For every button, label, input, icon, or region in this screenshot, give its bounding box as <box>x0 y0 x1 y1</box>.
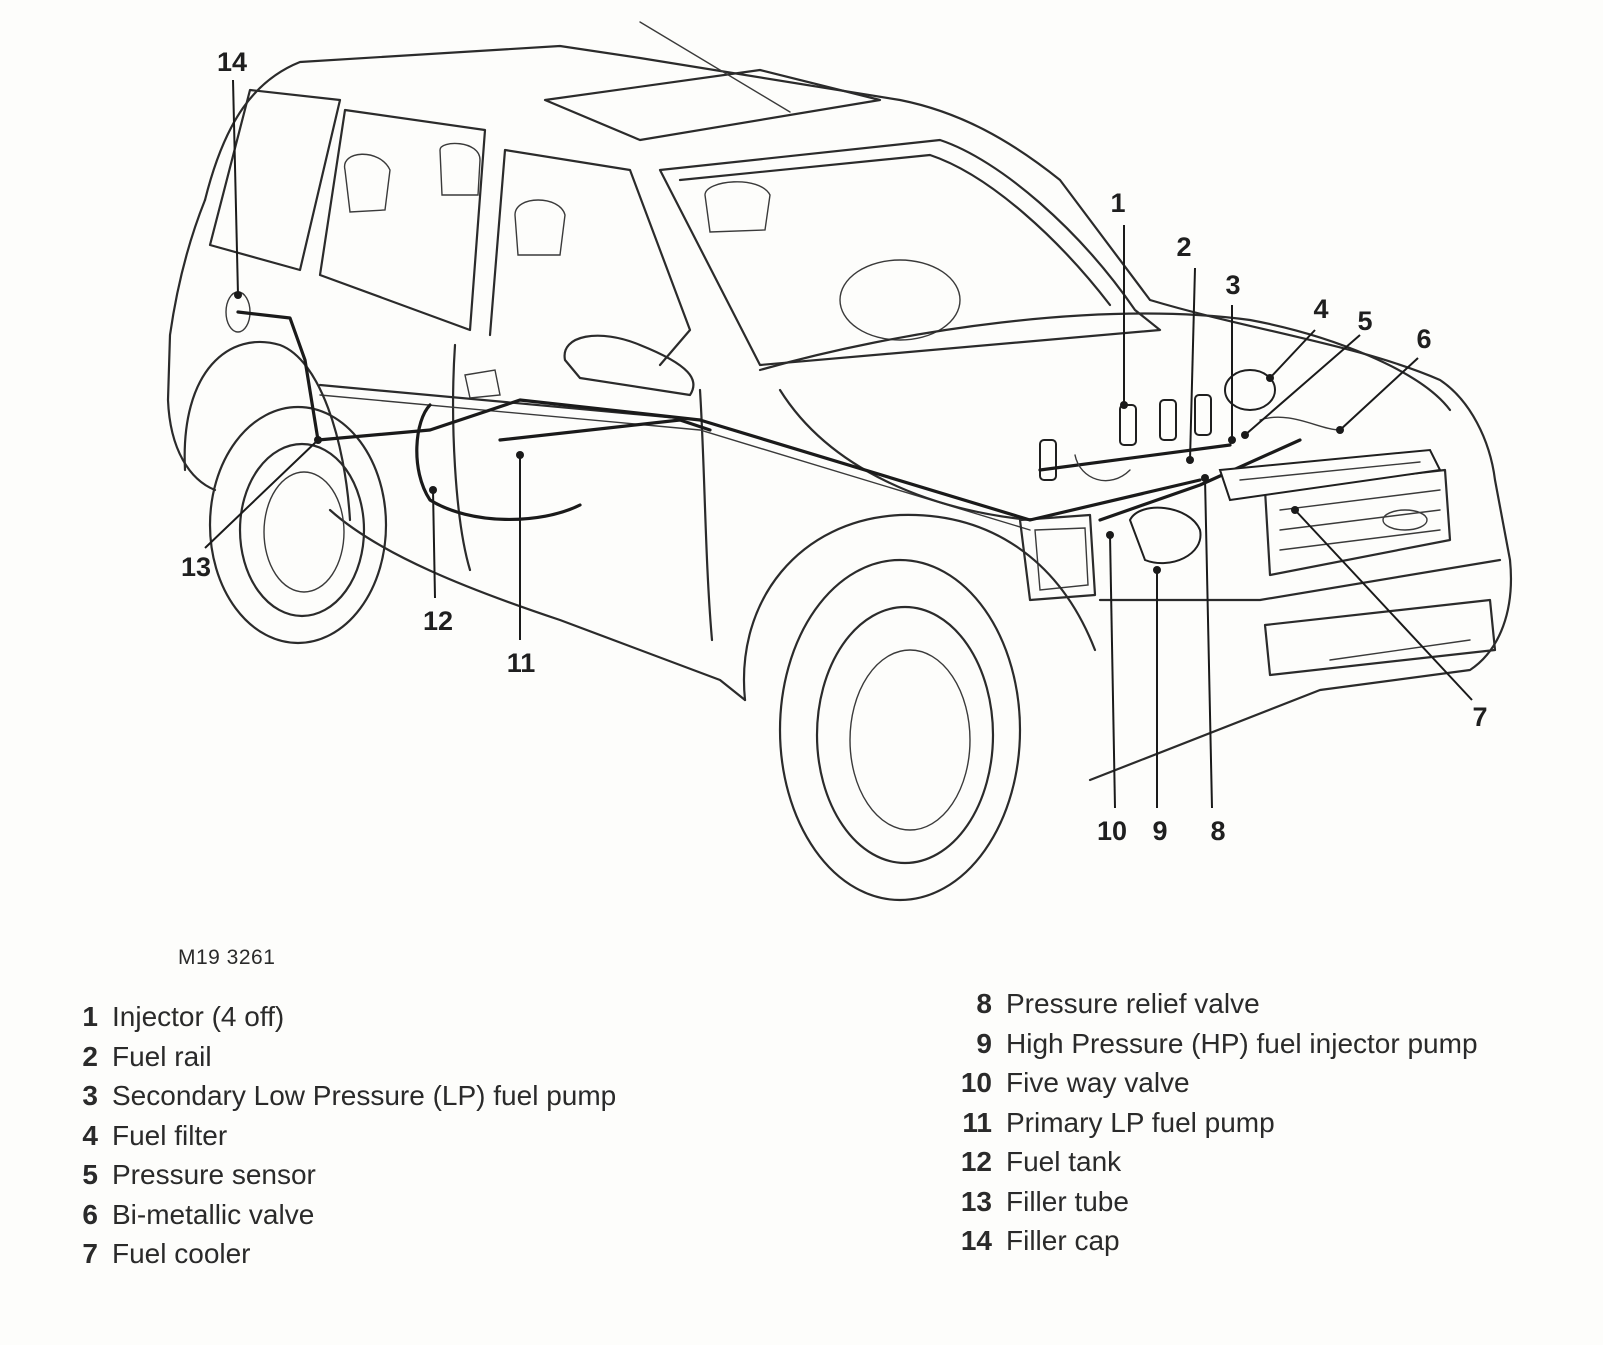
legend-number: 2 <box>82 1040 98 1072</box>
legend-label: Fuel tank <box>1006 1146 1122 1177</box>
callout-3: 3 <box>1225 270 1240 300</box>
legend-item: 12 Fuel tank <box>952 1146 1478 1186</box>
legend-item: 6 Bi-metallic valve <box>70 1199 616 1239</box>
legend-item: 4 Fuel filter <box>70 1120 616 1160</box>
legend-number: 4 <box>82 1119 98 1151</box>
callout-8: 8 <box>1210 816 1225 846</box>
callout-14: 14 <box>217 47 247 77</box>
legend-item: 1 Injector (4 off) <box>70 1001 616 1041</box>
legend-label: Injector (4 off) <box>112 1001 285 1032</box>
legend-number: 12 <box>960 1146 992 1177</box>
callout-12: 12 <box>423 606 453 636</box>
callout-2: 2 <box>1176 232 1191 262</box>
legend-number: 1 <box>82 1001 98 1032</box>
legend-item: 10 Five way valve <box>952 1067 1478 1107</box>
callout-numbers: 1 2 3 4 5 6 7 8 9 10 11 12 13 14 <box>181 47 1488 846</box>
legend-item: 7 Fuel cooler <box>70 1238 616 1278</box>
legend-right-column: 8 Pressure relief valve 9 High Pressure (H… <box>952 988 1478 1265</box>
legend-item: 5 Pressure sensor <box>70 1159 616 1199</box>
callout-11: 11 <box>507 648 536 678</box>
legend-number: 3 <box>82 1080 98 1111</box>
callout-1: 1 <box>1110 188 1125 218</box>
legend-label: Primary LP fuel pump <box>1006 1106 1275 1138</box>
legend-number: 11 <box>962 1106 992 1138</box>
fuel-lines <box>236 310 1302 522</box>
legend-label: Filler cap <box>1006 1225 1120 1256</box>
legend-label: Bi-metallic valve <box>112 1198 315 1230</box>
legend-item: 14 Filler cap <box>952 1225 1478 1265</box>
legend-label: Fuel rail <box>112 1040 212 1072</box>
legend-label: High Pressure (HP) fuel injector pump <box>1006 1027 1478 1059</box>
legend-number: 8 <box>976 988 992 1019</box>
legend-number: 10 <box>960 1067 992 1098</box>
legend-item: 3 Secondary Low Pressure (LP) fuel pump <box>70 1080 616 1120</box>
legend-label: Secondary Low Pressure (LP) fuel pump <box>112 1080 617 1111</box>
vehicle-fuel-system-diagram: 1 2 3 4 5 6 7 8 9 10 11 12 13 14 <box>166 21 1512 902</box>
callout-5: 5 <box>1357 306 1372 336</box>
legend-number: 5 <box>82 1159 98 1190</box>
legend-label: Fuel cooler <box>112 1238 251 1269</box>
callout-4: 4 <box>1313 294 1328 324</box>
callout-13: 13 <box>181 552 211 582</box>
legend-number: 9 <box>976 1027 992 1059</box>
legend-item: 13 Filler tube <box>952 1186 1478 1226</box>
callout-leaders <box>204 79 1473 809</box>
legend-label: Pressure relief valve <box>1006 988 1260 1019</box>
legend-label: Filler tube <box>1006 1185 1129 1217</box>
legend-item: 11 Primary LP fuel pump <box>952 1107 1478 1147</box>
legend-item: 2 Fuel rail <box>70 1041 616 1081</box>
legend-left-column: 1 Injector (4 off) 2 Fuel rail 3 Secondary … <box>70 1001 616 1278</box>
legend-number: 14 <box>960 1225 992 1256</box>
callout-10: 10 <box>1097 816 1127 846</box>
legend-label: Fuel filter <box>112 1119 228 1151</box>
legend-label: Five way valve <box>1006 1067 1190 1098</box>
figure-reference: M19 3261 <box>178 946 276 969</box>
legend-item: 9 High Pressure (HP) fuel injector pump <box>952 1027 1478 1068</box>
engine-components <box>1038 369 1442 565</box>
callout-9: 9 <box>1152 816 1167 846</box>
legend-label: Pressure sensor <box>112 1159 316 1190</box>
callout-6: 6 <box>1416 324 1431 354</box>
legend-number: 6 <box>82 1198 98 1230</box>
legend-number: 13 <box>960 1185 992 1217</box>
legend-number: 7 <box>82 1238 98 1269</box>
legend-item: 8 Pressure relief valve <box>952 988 1478 1028</box>
callout-7: 7 <box>1472 702 1487 732</box>
